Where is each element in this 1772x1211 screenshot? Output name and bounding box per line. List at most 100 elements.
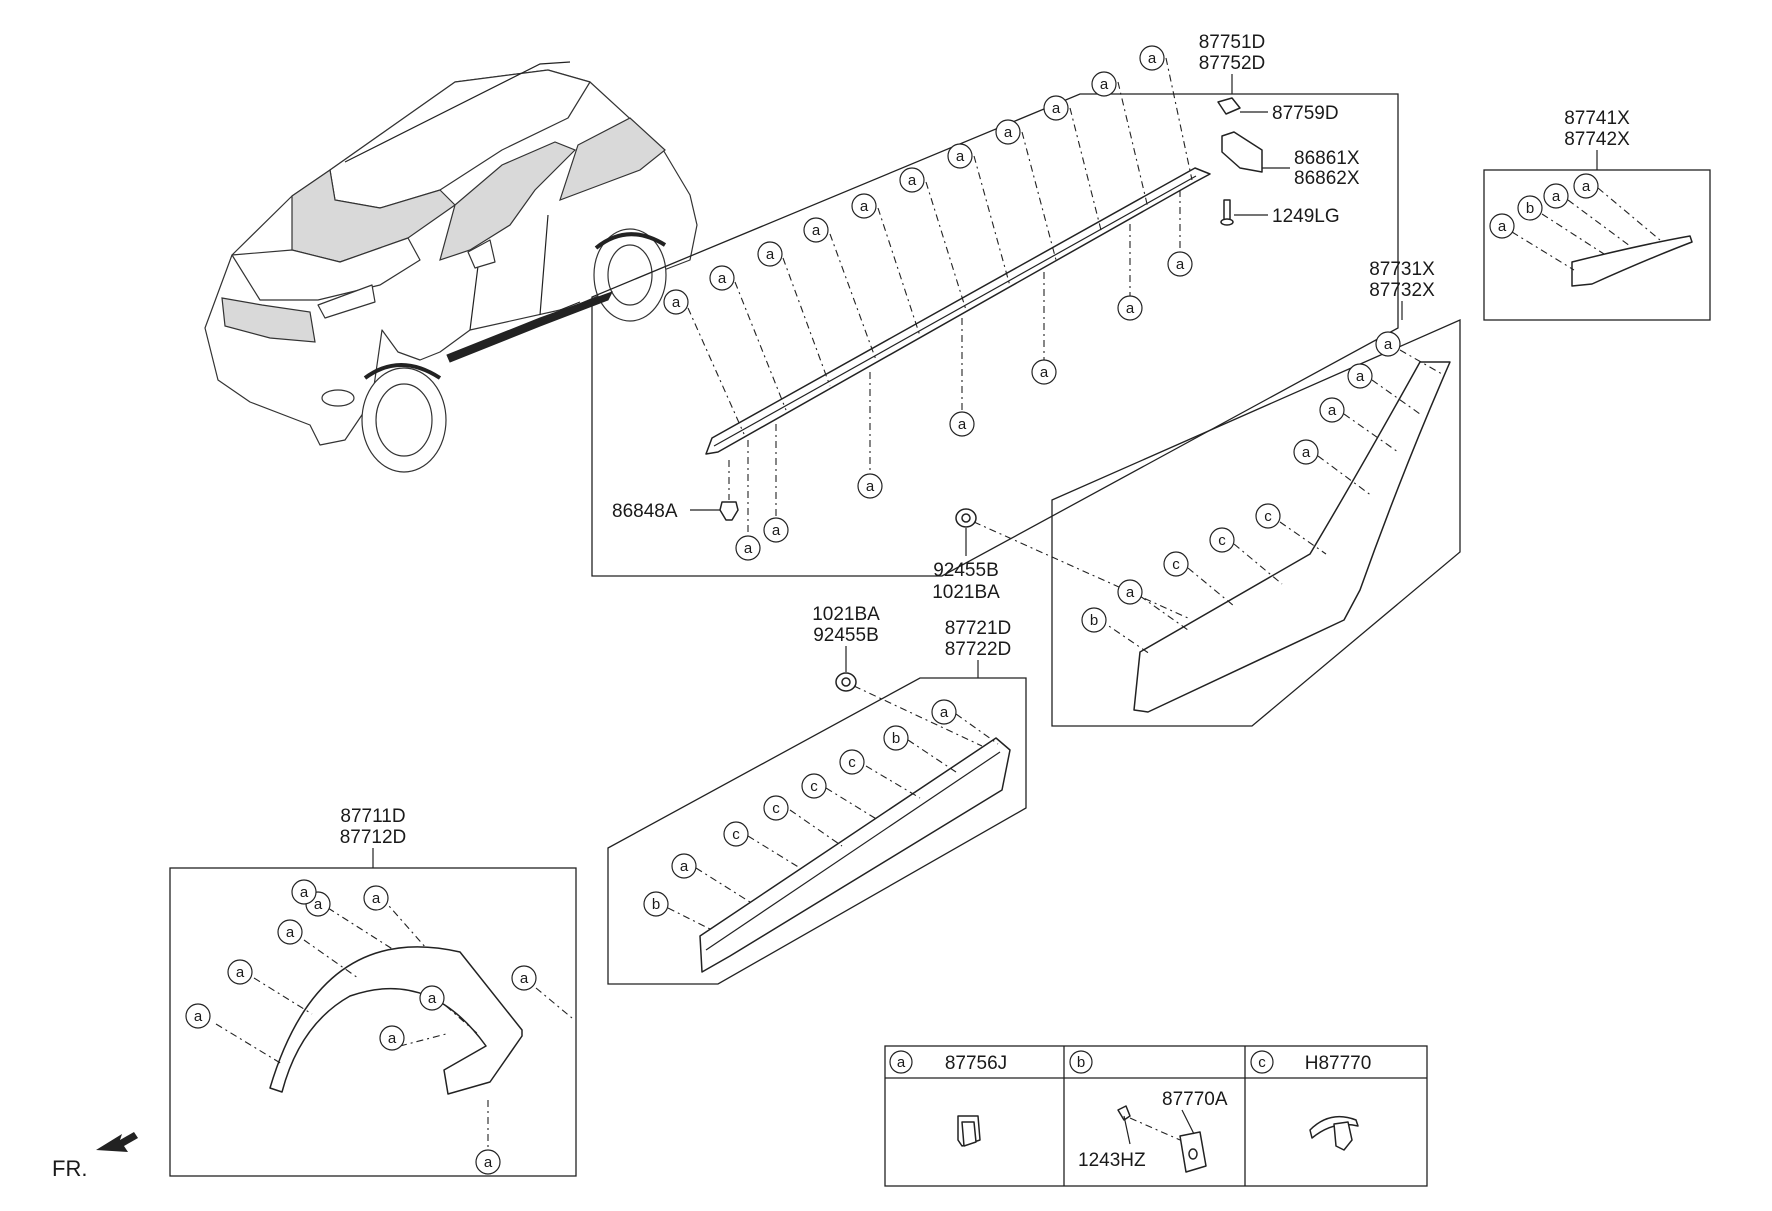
clip-callout-circle — [1139, 45, 1165, 71]
label-92455B-top: 92455B — [933, 560, 999, 581]
sill-leaders — [687, 57, 1193, 538]
wheel-arch-moulding — [269, 946, 523, 1095]
clip-callout-circle — [663, 289, 689, 315]
clip-legend-table: a 87756J b 87770A 1243HZ c H87770 — [884, 1045, 1428, 1187]
clip-callout-circle — [671, 853, 697, 879]
label-87751D: 87751D — [1199, 32, 1266, 53]
clip-callout-circle — [1255, 503, 1281, 529]
clip-callout-letter: a — [1148, 50, 1157, 67]
clip-callout-circle — [1117, 579, 1143, 605]
clip-callout-circle — [947, 143, 973, 169]
clip-callout-circle — [1319, 397, 1345, 423]
clip-callout-circle — [1031, 359, 1057, 385]
clip-callout-letter: a — [1126, 300, 1135, 317]
clip-callout-circle — [1347, 363, 1373, 389]
clip-callout-letter: c — [1218, 532, 1226, 549]
clip-callout-circle — [851, 193, 877, 219]
clip-callout-letter: c — [1264, 508, 1272, 525]
clip-callout-circle — [379, 1025, 405, 1051]
clip-callout-letter: a — [1498, 218, 1507, 235]
clip-callout-circle — [1375, 331, 1401, 357]
legend-key-b: b — [1077, 1054, 1085, 1071]
label-87711D: 87711D — [340, 806, 405, 827]
label-92455B-mid: 92455B — [813, 625, 879, 646]
clip-callout-letter: a — [744, 540, 753, 557]
clip-callout-circle — [185, 1003, 211, 1029]
clip-callout-letter: a — [908, 172, 917, 189]
clip-callout-circle — [995, 119, 1021, 145]
clip-callout-circle — [931, 699, 957, 725]
label-1249LG: 1249LG — [1272, 206, 1340, 227]
legend-sub-1243HZ: 1243HZ — [1078, 1150, 1146, 1171]
clip-callout-letter: a — [956, 148, 965, 165]
clip-callout-letter: a — [866, 478, 875, 495]
clip-callout-circle — [801, 773, 827, 799]
vehicle-illustration — [204, 61, 698, 473]
clip-callout-circle — [763, 795, 789, 821]
clip-callout-letter: a — [388, 1030, 397, 1047]
clip-callout-circle — [419, 985, 445, 1011]
label-86848A: 86848A — [612, 501, 678, 522]
clip-callout-letter: a — [1356, 368, 1365, 385]
label-1021BA-mid: 1021BA — [812, 604, 880, 625]
clip-callout-circle — [839, 749, 865, 775]
clip-callout-circle — [363, 885, 389, 911]
clip-callout-circle — [511, 965, 537, 991]
legend-key-c: c — [1258, 1054, 1266, 1071]
clip-callout-letter: a — [1552, 188, 1561, 205]
clip-callout-letter: a — [718, 270, 727, 287]
clip-callout-circle — [1209, 527, 1235, 553]
clip-callout-circle — [1167, 251, 1193, 277]
clip-callout-circle — [709, 265, 735, 291]
fr-label: FR. — [52, 1156, 87, 1181]
legend-sub-87770A: 87770A — [1162, 1089, 1228, 1110]
clip-callout-letter: b — [1090, 612, 1098, 629]
clip-callout-circle — [1163, 551, 1189, 577]
label-87741X: 87741X — [1564, 108, 1630, 129]
clip-callout-letter: c — [772, 800, 780, 817]
label-87721D: 87721D — [945, 618, 1012, 639]
front-door-moulding — [699, 737, 1011, 973]
clip-callout-letter: a — [680, 858, 689, 875]
clip-callout-letter: c — [732, 826, 740, 843]
clip-callout-circle — [475, 1149, 501, 1175]
clip-callout-letter: a — [1126, 584, 1135, 601]
clip-callout-letter: a — [940, 704, 949, 721]
clip-callout-circle — [735, 535, 761, 561]
label-87731X: 87731X — [1369, 259, 1435, 280]
clip-callout-circle — [763, 517, 789, 543]
quarter-moulding — [1571, 235, 1693, 287]
clip-callout-letter: a — [1328, 402, 1337, 419]
label-87732X: 87732X — [1369, 280, 1435, 301]
clip-callout-letter: a — [1582, 178, 1591, 195]
clip-callout-letter: b — [1526, 200, 1534, 217]
front-direction-arrow-icon: FR. — [52, 1132, 138, 1181]
clip-callout-circle — [1117, 295, 1143, 321]
label-87759D: 87759D — [1272, 103, 1339, 124]
clip-callout-letter: a — [860, 198, 869, 215]
clip-callout-letter: a — [1052, 100, 1061, 117]
clip-callout-letter: a — [772, 522, 781, 539]
rear-door-moulding — [1133, 361, 1451, 713]
push-rivet-icon — [1309, 1115, 1359, 1151]
clip-callout-circle — [757, 241, 783, 267]
clip-callout-circle — [1081, 607, 1107, 633]
clip-callout-circle — [643, 891, 669, 917]
clip-callout-circle — [723, 821, 749, 847]
legend-part-a: 87756J — [945, 1053, 1007, 1074]
label-86861X: 86861X — [1294, 148, 1360, 169]
clip-callout-letter: a — [766, 246, 775, 263]
clip-callout-circle — [1043, 95, 1069, 121]
clip-callout-letter: a — [1100, 76, 1109, 93]
label-87712D: 87712D — [340, 827, 407, 848]
clip-callout-letter: a — [1384, 336, 1393, 353]
clip-callout-letter: a — [372, 890, 381, 907]
clip-callout-letter: c — [1172, 556, 1180, 573]
clip-callout-circle — [803, 217, 829, 243]
label-87722D: 87722D — [945, 639, 1012, 660]
